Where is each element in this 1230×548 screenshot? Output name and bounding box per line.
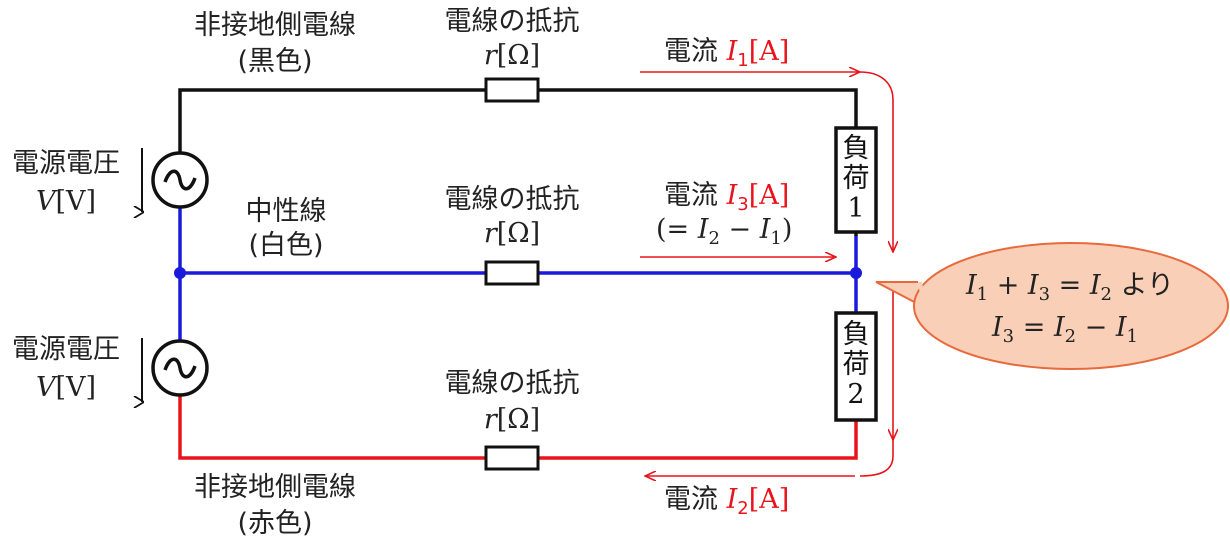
current-i3-note: (= I2 − I1) bbox=[656, 214, 793, 249]
source-value-bottom: V[V] bbox=[35, 372, 97, 403]
junction-right-dot bbox=[850, 267, 862, 279]
source-label-top: 電源電圧 bbox=[12, 148, 120, 179]
resistance-title-middle: 電線の抵抗 bbox=[444, 184, 580, 215]
source-label-bottom: 電源電圧 bbox=[12, 334, 120, 365]
load-2-box bbox=[834, 311, 878, 422]
load-1-box bbox=[834, 126, 878, 234]
callout-bubble bbox=[875, 242, 1229, 370]
callout-line-1: I1 + I3 = I2 より bbox=[965, 270, 1175, 305]
current-i1-label: 電流 I1[A] bbox=[664, 36, 790, 71]
black-wire-label: 非接地側電線 bbox=[194, 10, 356, 41]
junction-left-dot bbox=[174, 267, 186, 279]
resistor-top bbox=[484, 77, 540, 103]
resistance-value-bottom: r[Ω] bbox=[483, 404, 541, 435]
black-wire-color: (黒色) bbox=[237, 46, 313, 77]
resistor-middle bbox=[484, 260, 540, 286]
resistance-title-top: 電線の抵抗 bbox=[444, 6, 580, 37]
resistor-bottom bbox=[484, 445, 540, 471]
current-i3-label: 電流 I3[A] bbox=[664, 180, 790, 215]
resistance-value-middle: r[Ω] bbox=[483, 218, 541, 249]
resistance-value-top: r[Ω] bbox=[483, 40, 541, 71]
ac-source-top-icon bbox=[151, 151, 209, 209]
ac-source-bottom-icon bbox=[151, 339, 209, 397]
current-i2-label: 電流 I2[A] bbox=[664, 484, 790, 519]
load-current-arrow-top-icon bbox=[859, 71, 893, 252]
load-current-arrow-bottom-icon bbox=[859, 440, 894, 477]
callout-line-2: I3 = I2 − I1 bbox=[992, 312, 1138, 347]
neutral-wire-label: 中性線 bbox=[245, 196, 327, 227]
neutral-wire-color: (白色) bbox=[248, 230, 324, 261]
load-2-label: 負 荷 2 bbox=[842, 319, 870, 410]
red-wire-label: 非接地側電線 bbox=[194, 472, 356, 503]
resistance-title-bottom: 電線の抵抗 bbox=[444, 368, 580, 399]
red-wire-color: (赤色) bbox=[237, 508, 313, 539]
source-value-top: V[V] bbox=[35, 186, 97, 217]
load-1-label: 負 荷 1 bbox=[842, 133, 870, 224]
